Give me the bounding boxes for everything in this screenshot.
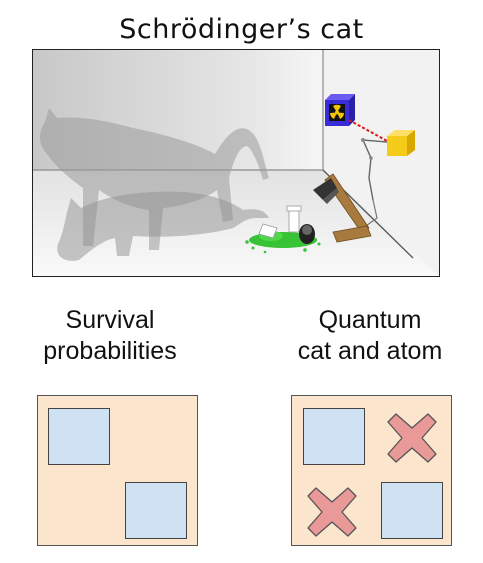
- probability-cell: [125, 482, 187, 539]
- probability-cell: [48, 408, 110, 465]
- diagram-title: Schrödinger’s cat: [119, 14, 364, 45]
- state-cell: [303, 408, 365, 465]
- radiation-beam: [348, 119, 390, 143]
- lying-cat-icon: [57, 191, 270, 261]
- geiger-counter-icon: [387, 130, 415, 156]
- quantum-cat-atom-panel: [291, 395, 452, 546]
- hammer-icon: [313, 173, 372, 243]
- radioactive-source-box-icon: [325, 94, 355, 126]
- experiment-scene: [33, 50, 439, 276]
- standing-cat-icon: [39, 108, 270, 250]
- cat-experiment-illustration: [32, 49, 440, 277]
- survival-probabilities-label: Survival probabilities: [30, 305, 190, 367]
- label-line: Survival: [65, 306, 155, 334]
- label-line: cat and atom: [297, 337, 443, 365]
- state-cell: [381, 482, 443, 539]
- broken-poison-flask-icon: [245, 205, 321, 254]
- cross-icon: [307, 487, 357, 537]
- survival-probabilities-panel: [37, 395, 198, 546]
- label-line: probabilities: [43, 337, 177, 365]
- label-line: Quantum: [318, 306, 422, 334]
- cross-icon: [387, 413, 437, 463]
- quantum-cat-atom-label: Quantum cat and atom: [290, 305, 450, 367]
